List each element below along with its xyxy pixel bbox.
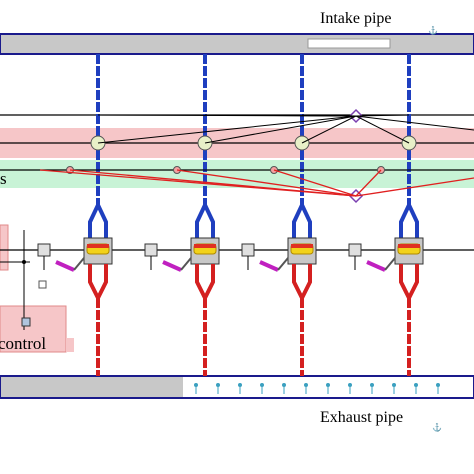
conrod-link-4 [384, 257, 396, 271]
exhaust-marker-2 [216, 383, 220, 387]
conrod-link-3 [277, 257, 289, 271]
left-partial-label: s [0, 169, 7, 188]
exhaust-marker-1 [194, 383, 198, 387]
exhaust-split-left-3 [292, 264, 304, 299]
cylinder-flame-3 [291, 244, 313, 248]
exhaust-marker-8 [348, 383, 352, 387]
conrod-link-2 [180, 257, 192, 271]
exhaust-marker-10 [392, 383, 396, 387]
anchor-icon-top: ⚓ [428, 25, 438, 35]
intake-signal-3 [301, 115, 357, 144]
exhaust-marker-4 [260, 383, 264, 387]
conrod-1 [55, 260, 75, 272]
cylinder-flame-1 [87, 244, 109, 248]
crank-block-icon-3 [241, 243, 255, 257]
intake-signal-b-3 [301, 114, 357, 117]
conrod-3 [259, 260, 279, 272]
exhaust-split-right-4 [407, 264, 419, 299]
conrod-link-1 [73, 257, 85, 271]
intake-signal-b-4 [355, 114, 410, 117]
exhaust-pipe-label: Exhaust pipe [320, 409, 403, 426]
exhaust-marker-3 [238, 383, 242, 387]
exhaust-signal-3 [273, 169, 357, 197]
intake-split-left-1 [88, 204, 100, 238]
control-label: control [0, 334, 46, 353]
cylinder-group [37, 54, 429, 376]
intake-split-right-2 [203, 204, 215, 238]
exhaust-marker-11 [414, 383, 418, 387]
intake-signal-right [355, 115, 474, 131]
crank-block-icon-2 [144, 243, 158, 257]
exhaust-marker-9 [370, 383, 374, 387]
signal-lines [39, 114, 474, 197]
crank-block-icon-1 [37, 243, 51, 257]
left-sensor-icon[interactable] [38, 280, 47, 289]
control-unit-icon[interactable] [21, 317, 31, 327]
lower-pink-strip [66, 338, 74, 352]
exhaust-split-left-4 [399, 264, 411, 299]
exhaust-signal-left [39, 169, 357, 197]
exhaust-split-right-2 [203, 264, 215, 299]
exhaust-signal-right [355, 177, 474, 197]
exhaust-split-left-1 [88, 264, 100, 299]
intake-split-right-3 [300, 204, 312, 238]
intake-pipe-label: Intake pipe [320, 10, 392, 27]
exhaust-markers [194, 383, 440, 394]
intake-split-left-4 [399, 204, 411, 238]
intake-signal-1 [97, 115, 357, 144]
intake-split-left-2 [195, 204, 207, 238]
crank-block-icon-4 [348, 243, 362, 257]
intake-signal-4 [355, 115, 410, 144]
intake-split-right-1 [96, 204, 108, 238]
exhaust-split-left-2 [195, 264, 207, 299]
intake-split-right-4 [407, 204, 419, 238]
anchor-icon-bottom: ⚓ [432, 422, 442, 432]
intake-split-left-3 [292, 204, 304, 238]
exhaust-marker-6 [304, 383, 308, 387]
exhaust-split-right-1 [96, 264, 108, 299]
intake-pipe-marker [307, 38, 391, 49]
exhaust-marker-7 [326, 383, 330, 387]
exhaust-signal-2 [176, 169, 357, 197]
exhaust-split-right-3 [300, 264, 312, 299]
intake-pipe-block[interactable] [0, 33, 474, 55]
cylinder-flame-4 [398, 244, 420, 248]
control-box [0, 305, 67, 353]
conrod-4 [366, 260, 386, 272]
conrod-2 [162, 260, 182, 272]
exhaust-marker-12 [436, 383, 440, 387]
cylinder-flame-2 [194, 244, 216, 248]
left-pink-box-upper [0, 224, 9, 271]
intake-signal-2 [204, 115, 357, 144]
exhaust-gray-section [1, 377, 183, 397]
exhaust-marker-5 [282, 383, 286, 387]
exhaust-signal-4 [355, 169, 382, 197]
green-band [0, 160, 474, 188]
